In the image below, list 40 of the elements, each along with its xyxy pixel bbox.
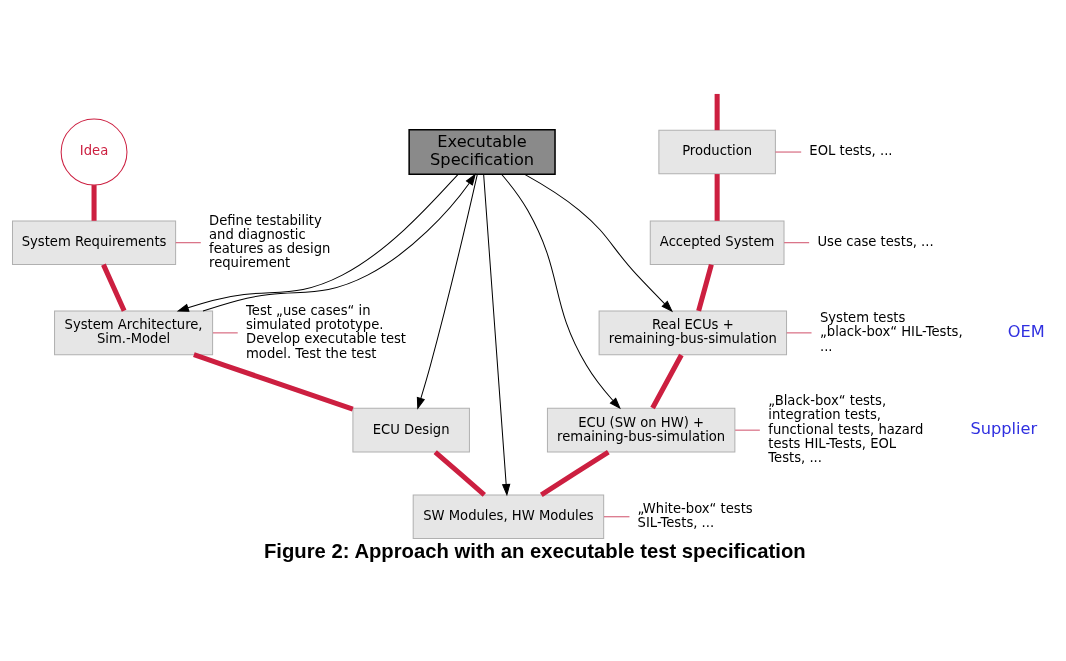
connector [193,351,354,412]
connector [786,331,813,333]
arrow [501,173,621,409]
node-box: Accepted System [649,219,785,265]
node-text: „White-box“ tests SIL-Tests, ... [637,500,753,530]
connector [714,93,720,130]
node-box: System Requirements [12,219,177,265]
node-box: Executable Specification [408,128,556,175]
node-text: Define testability and diagnostic features as design requirement [209,212,331,270]
node-text: System tests „black-box“ HIL-Tests, ... [819,309,963,354]
caption: Figure 2: Approach with an executable test specification [264,539,806,562]
arrow [416,173,478,410]
connector [714,173,720,221]
node-box: Production [658,129,776,174]
connector [734,429,761,431]
label: Supplier [970,418,1038,438]
arrow [483,173,511,496]
connector [175,241,202,243]
connector [774,151,802,153]
node-box: System Architecture, Sim.-Model [54,310,214,355]
node-box: ECU (SW on HW) + remaining-bus-simulation [546,407,736,452]
node-box: ECU Design [352,407,470,452]
arrow [524,173,673,312]
connector [433,449,486,497]
label: OEM [1007,321,1045,341]
connector [212,331,239,333]
connector [603,515,630,517]
node-box: SW Modules, HW Modules [412,494,605,539]
node-text: Use case tests, ... [817,233,934,249]
connector [101,263,127,312]
node-circle: Idea [60,118,128,185]
connector [783,241,810,243]
connector [696,263,714,311]
node-text: Test „use cases“ in simulated prototype. Develop executable test model. Test the test [246,302,407,361]
connector [539,449,610,497]
node-text: EOL tests, ... [809,142,893,158]
connector [91,184,97,221]
connector [650,353,684,409]
node-box: Real ECUs + remaining-bus-simulation [598,310,788,355]
node-text: „Black-box“ tests, integration tests, functional tests, hazard tests HIL-Tests, EOL Tests, ... [768,392,924,465]
